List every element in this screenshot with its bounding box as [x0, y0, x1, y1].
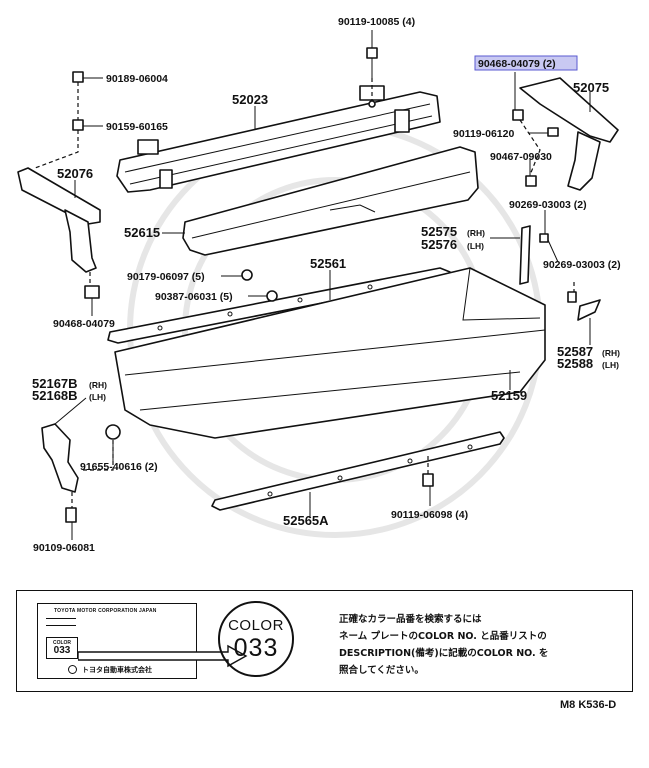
lower-retainer-part: [211, 431, 505, 511]
label-52168B: 52168B: [32, 388, 78, 403]
toyota-logo-icon: [68, 665, 77, 674]
label-52588-lh: (LH): [602, 360, 619, 370]
label-52561: 52561: [310, 256, 346, 271]
label-52159: 52159: [491, 388, 527, 403]
label-90179-06097: 90179-06097 (5): [127, 271, 205, 283]
color-code-circle: COLOR 033: [218, 601, 294, 677]
nameplate-color-box: COLOR 033: [46, 637, 78, 659]
diagram-reference-code: M8 K536-D: [560, 699, 617, 711]
label-52167B: 52167B: [32, 376, 78, 391]
label-90159-60165: 90159-60165: [106, 121, 168, 133]
label-52588: 52588: [557, 356, 593, 371]
left-support-52076: [17, 167, 101, 273]
right-support-52075: [519, 77, 619, 191]
label-52575-rh: (RH): [467, 228, 485, 238]
label-52076: 52076: [57, 166, 93, 181]
nameplate-lines: [46, 618, 76, 632]
label-52168B-lh: (LH): [89, 392, 106, 402]
color-code-label: COLOR: [228, 617, 284, 634]
label-90269-03003-a: 90269-03003 (2): [509, 199, 587, 211]
nameplate-color-label: COLOR: [52, 640, 72, 646]
parts-diagram: 90119-10085 (4) 90468-04079 (2) 52075 90…: [17, 16, 621, 554]
bumper-cover-part: [114, 267, 546, 439]
lower-bracket-52167B: [41, 423, 79, 493]
nameplate-color-value: 033: [53, 645, 71, 656]
label-52587-rh: (RH): [602, 348, 620, 358]
label-52615: 52615: [124, 225, 160, 240]
label-52575: 52575: [421, 224, 457, 239]
energy-absorber-part: [182, 146, 479, 256]
label-52565A: 52565A: [283, 513, 329, 528]
nameplate-maker: トヨタ自動車株式会社: [82, 667, 152, 674]
name-plate-illustration: TOYOTA MOTOR CORPORATION JAPAN COLOR 033…: [37, 603, 248, 679]
label-leaders: [54, 30, 591, 540]
note-line-2: ネーム プレートのCOLOR NO. と品番リストの: [339, 631, 547, 642]
side-retainer-52587: [577, 299, 601, 321]
label-52587: 52587: [557, 344, 593, 359]
label-91655-40616: 91655-40616 (2): [80, 461, 158, 473]
side-retainer-52575: [519, 225, 531, 285]
label-52023: 52023: [232, 92, 268, 107]
color-note-box: TOYOTA MOTOR CORPORATION JAPAN COLOR 033…: [16, 590, 633, 692]
label-90119-06098: 90119-06098 (4): [391, 509, 468, 521]
label-90468-04079-top[interactable]: 90468-04079 (2): [478, 58, 556, 70]
label-90189-06004: 90189-06004: [106, 73, 168, 85]
highlight-box: [474, 55, 578, 71]
label-52576-lh: (LH): [467, 241, 484, 251]
bumper-reinforcement-part: [116, 85, 441, 193]
label-90269-03003-b: 90269-03003 (2): [543, 259, 621, 271]
color-code-value: 033: [233, 634, 279, 662]
label-52075: 52075: [573, 80, 609, 95]
label-90119-06120: 90119-06120: [453, 128, 514, 140]
label-90468-04079-left: 90468-04079: [53, 318, 115, 330]
label-90109-06081: 90109-06081: [33, 542, 95, 554]
label-52576: 52576: [421, 237, 457, 252]
color-note-text: 正確なカラー品番を検索するには ネーム プレートのCOLOR NO. と品番リス…: [339, 611, 629, 679]
label-90467-09030: 90467-09030: [490, 151, 552, 163]
note-line-4: 照合してください。: [339, 665, 424, 676]
note-line-3: DESCRIPTION(備考)に記載のCOLOR NO. を: [339, 648, 549, 659]
label-52167B-rh: (RH): [89, 380, 107, 390]
label-90387-06031: 90387-06031 (5): [155, 291, 233, 303]
label-90119-10085: 90119-10085 (4): [338, 16, 415, 28]
nameplate-title: TOYOTA MOTOR CORPORATION JAPAN: [54, 608, 157, 614]
note-line-1: 正確なカラー品番を検索するには: [339, 614, 482, 625]
